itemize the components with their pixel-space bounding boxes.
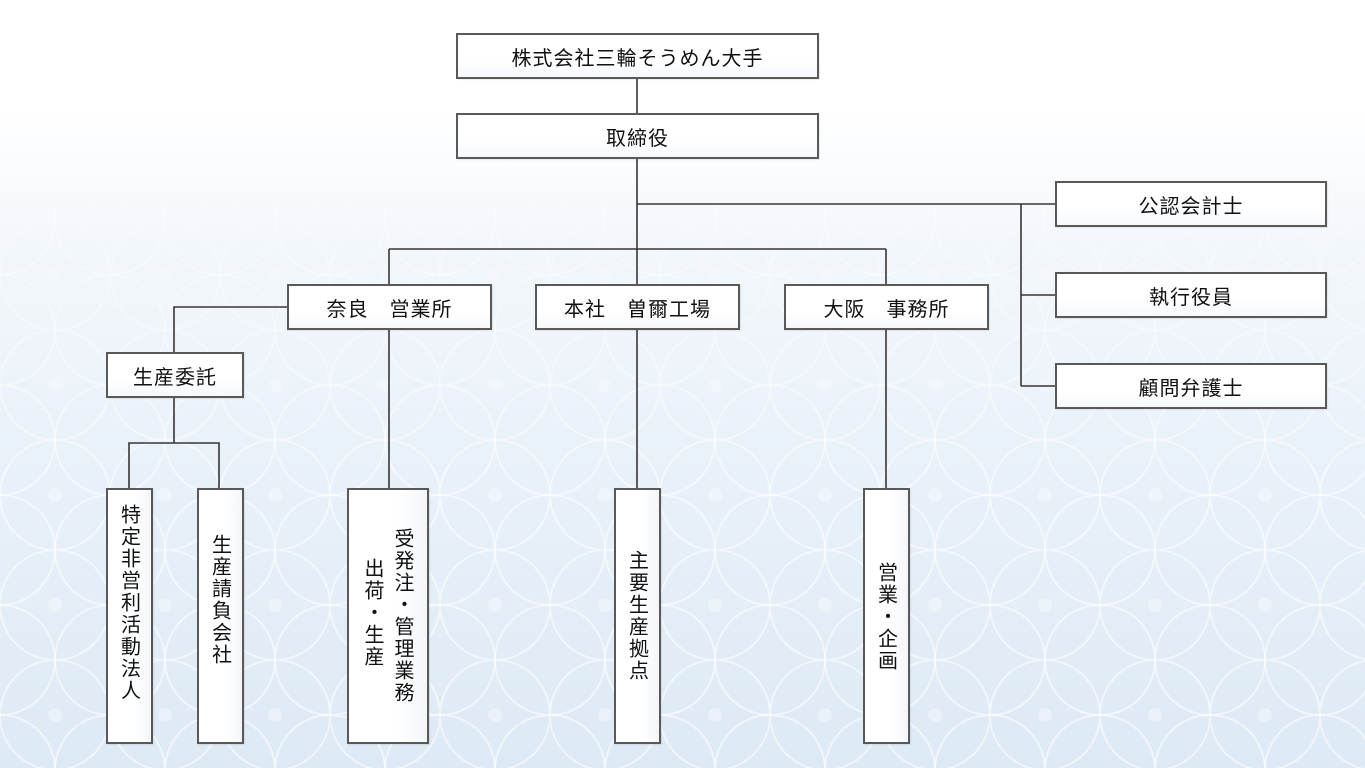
board-box[interactable]: 取締役 — [456, 113, 819, 159]
office-box-honsha[interactable]: 本社 曽爾工場 — [535, 284, 740, 330]
advisor-label: 顧問弁護士 — [1138, 375, 1244, 400]
role-line: 出荷・生産 — [361, 558, 385, 668]
subunit-box-outsourcing[interactable]: 生産委託 — [106, 352, 244, 398]
role-text-group: 受発注・管理業務 出荷・生産 — [358, 528, 418, 704]
subunit-child-label: 生産請負会社 — [208, 534, 233, 666]
office-label: 本社 曽爾工場 — [564, 296, 711, 321]
advisor-box-executive-officer[interactable]: 執行役員 — [1055, 272, 1327, 318]
subunit-child-npo[interactable]: 特定非営利活動法人 — [106, 488, 153, 744]
connector-subunit-bus — [128, 442, 220, 488]
office-label: 奈良 営業所 — [326, 296, 453, 321]
subunit-label: 生産委託 — [133, 364, 217, 389]
role-line: 営業・企画 — [874, 562, 899, 672]
advisor-label: 執行役員 — [1149, 284, 1233, 309]
advisor-label: 公認会計士 — [1138, 193, 1244, 218]
role-box-nara[interactable]: 受発注・管理業務 出荷・生産 — [347, 488, 429, 744]
office-box-osaka[interactable]: 大阪 事務所 — [784, 284, 989, 330]
role-line: 受発注・管理業務 — [391, 528, 415, 704]
role-box-honsha[interactable]: 主要生産拠点 — [614, 488, 661, 744]
subunit-child-contractor[interactable]: 生産請負会社 — [197, 488, 244, 744]
advisor-box-lawyer[interactable]: 顧問弁護士 — [1055, 363, 1327, 409]
company-label: 株式会社三輪そうめん大手 — [511, 45, 764, 70]
advisor-box-cpa[interactable]: 公認会計士 — [1055, 181, 1327, 227]
board-label: 取締役 — [606, 125, 669, 150]
office-label: 大阪 事務所 — [823, 296, 950, 321]
role-box-osaka[interactable]: 営業・企画 — [863, 488, 910, 744]
office-box-nara[interactable]: 奈良 営業所 — [287, 284, 492, 330]
role-line: 主要生産拠点 — [625, 550, 650, 682]
company-box[interactable]: 株式会社三輪そうめん大手 — [456, 33, 819, 79]
subunit-child-label: 特定非営利活動法人 — [117, 504, 142, 702]
connector-nara-subunit — [173, 306, 287, 352]
